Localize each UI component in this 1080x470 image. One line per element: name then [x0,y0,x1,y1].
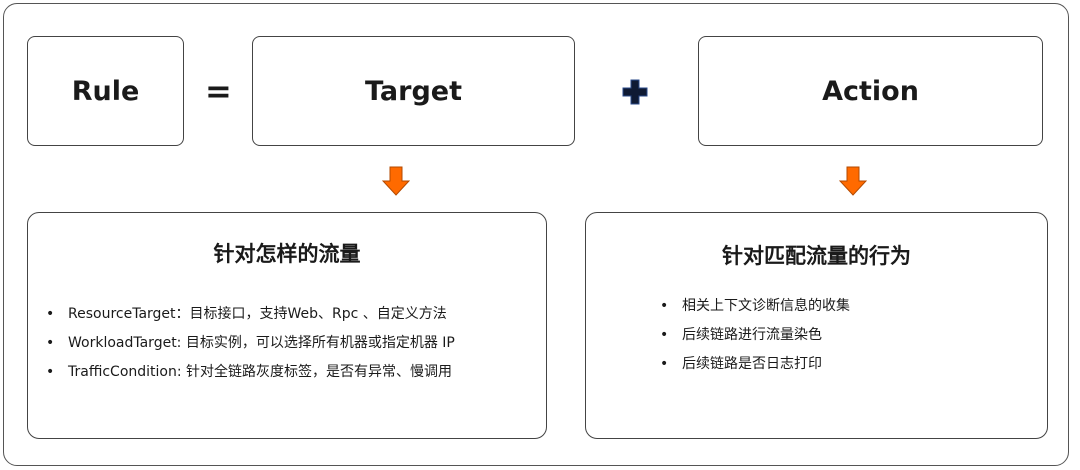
plus-icon [622,79,648,105]
down-arrow-icon [839,166,867,196]
list-item: 相关上下文诊断信息的收集 [660,292,850,321]
rule-box: Rule [27,36,184,146]
target-panel-title: 针对怎样的流量 [213,242,361,266]
list-item: ResourceTarget：目标接口，支持Web、Rpc 、自定义方法 [46,300,455,329]
action-panel-title: 针对匹配流量的行为 [722,244,911,268]
target-panel: 针对怎样的流量 ResourceTarget：目标接口，支持Web、Rpc 、自… [27,212,547,439]
diagram-frame [3,3,1069,466]
action-label: Action [822,75,919,107]
action-list: 相关上下文诊断信息的收集 后续链路进行流量染色 后续链路是否日志打印 [660,292,850,379]
list-item: WorkloadTarget: 目标实例，可以选择所有机器或指定机器 IP [46,329,455,358]
target-label: Target [364,75,463,107]
target-list: ResourceTarget：目标接口，支持Web、Rpc 、自定义方法 Wor… [46,300,455,387]
down-arrow-icon [382,166,410,196]
list-item: 后续链路进行流量染色 [660,321,850,350]
action-panel: 针对匹配流量的行为 相关上下文诊断信息的收集 后续链路进行流量染色 后续链路是否… [585,212,1048,439]
rule-label: Rule [71,75,140,107]
equals-sign: = [205,72,232,110]
action-box: Action [698,36,1043,146]
list-item: TrafficCondition: 针对全链路灰度标签，是否有异常、慢调用 [46,358,455,387]
target-box: Target [252,36,575,146]
list-item: 后续链路是否日志打印 [660,350,850,379]
